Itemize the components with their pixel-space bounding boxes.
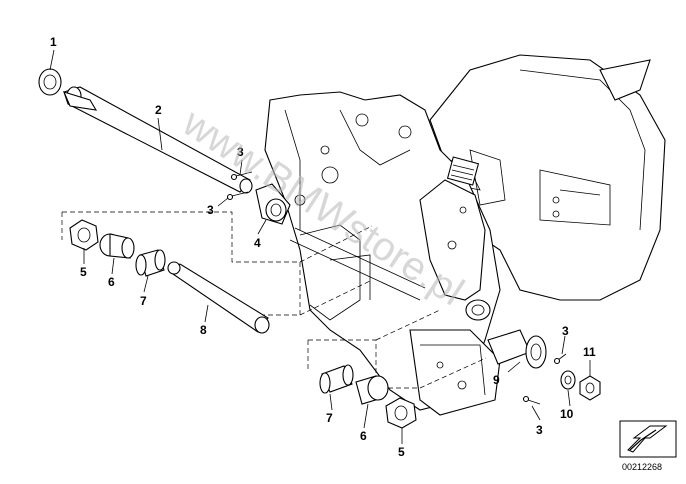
part-5-nut-right — [385, 397, 417, 429]
exploded-group-right — [307, 309, 487, 389]
part-5-nut-left — [69, 219, 99, 251]
callout-3: 3 — [562, 324, 569, 338]
leader-lines — [49, 49, 591, 444]
callout-7: 7 — [326, 411, 333, 425]
callout-6: 6 — [360, 429, 367, 443]
callout-3: 3 — [207, 203, 214, 217]
swingarm-frame-illustration — [264, 54, 666, 416]
part-3-screw-right-upper — [553, 353, 567, 365]
part-7-sleeve-right — [319, 364, 354, 394]
callout-6: 6 — [108, 275, 115, 289]
part-8-tube — [167, 261, 270, 334]
diagram-number: 00212268 — [622, 462, 662, 472]
callout-10: 10 — [560, 407, 574, 421]
part-6-bushing-right — [355, 375, 389, 405]
callout-11: 11 — [583, 345, 596, 359]
callout-7: 7 — [140, 294, 147, 308]
view-direction-arrow-icon — [619, 420, 677, 458]
callout-labels: 1 2 3 3 4 5 6 7 8 3 11 9 10 3 7 6 5 — [50, 35, 596, 459]
part-3-screw-right-lower — [522, 395, 541, 405]
callout-5: 5 — [398, 445, 405, 459]
callout-2: 2 — [155, 103, 162, 117]
callout-3: 3 — [237, 145, 244, 159]
callout-1: 1 — [50, 35, 57, 49]
callout-5: 5 — [80, 265, 87, 279]
ribbed-block — [446, 156, 480, 186]
callout-3: 3 — [536, 423, 543, 437]
part-9-flange-right — [487, 329, 547, 369]
part-7-sleeve-left — [135, 249, 166, 277]
callout-4: 4 — [254, 236, 261, 250]
part-10-washer — [560, 370, 576, 390]
part-3-screw-upper — [226, 171, 253, 201]
part-6-bushing-left — [99, 233, 135, 259]
callout-8: 8 — [200, 323, 207, 337]
part-4-flange — [255, 183, 291, 225]
part-2-axle — [63, 86, 253, 194]
exploded-group-left — [61, 211, 373, 316]
part-1-nut — [38, 68, 62, 96]
part-11-nut-right — [579, 375, 601, 401]
callout-9: 9 — [493, 373, 500, 387]
